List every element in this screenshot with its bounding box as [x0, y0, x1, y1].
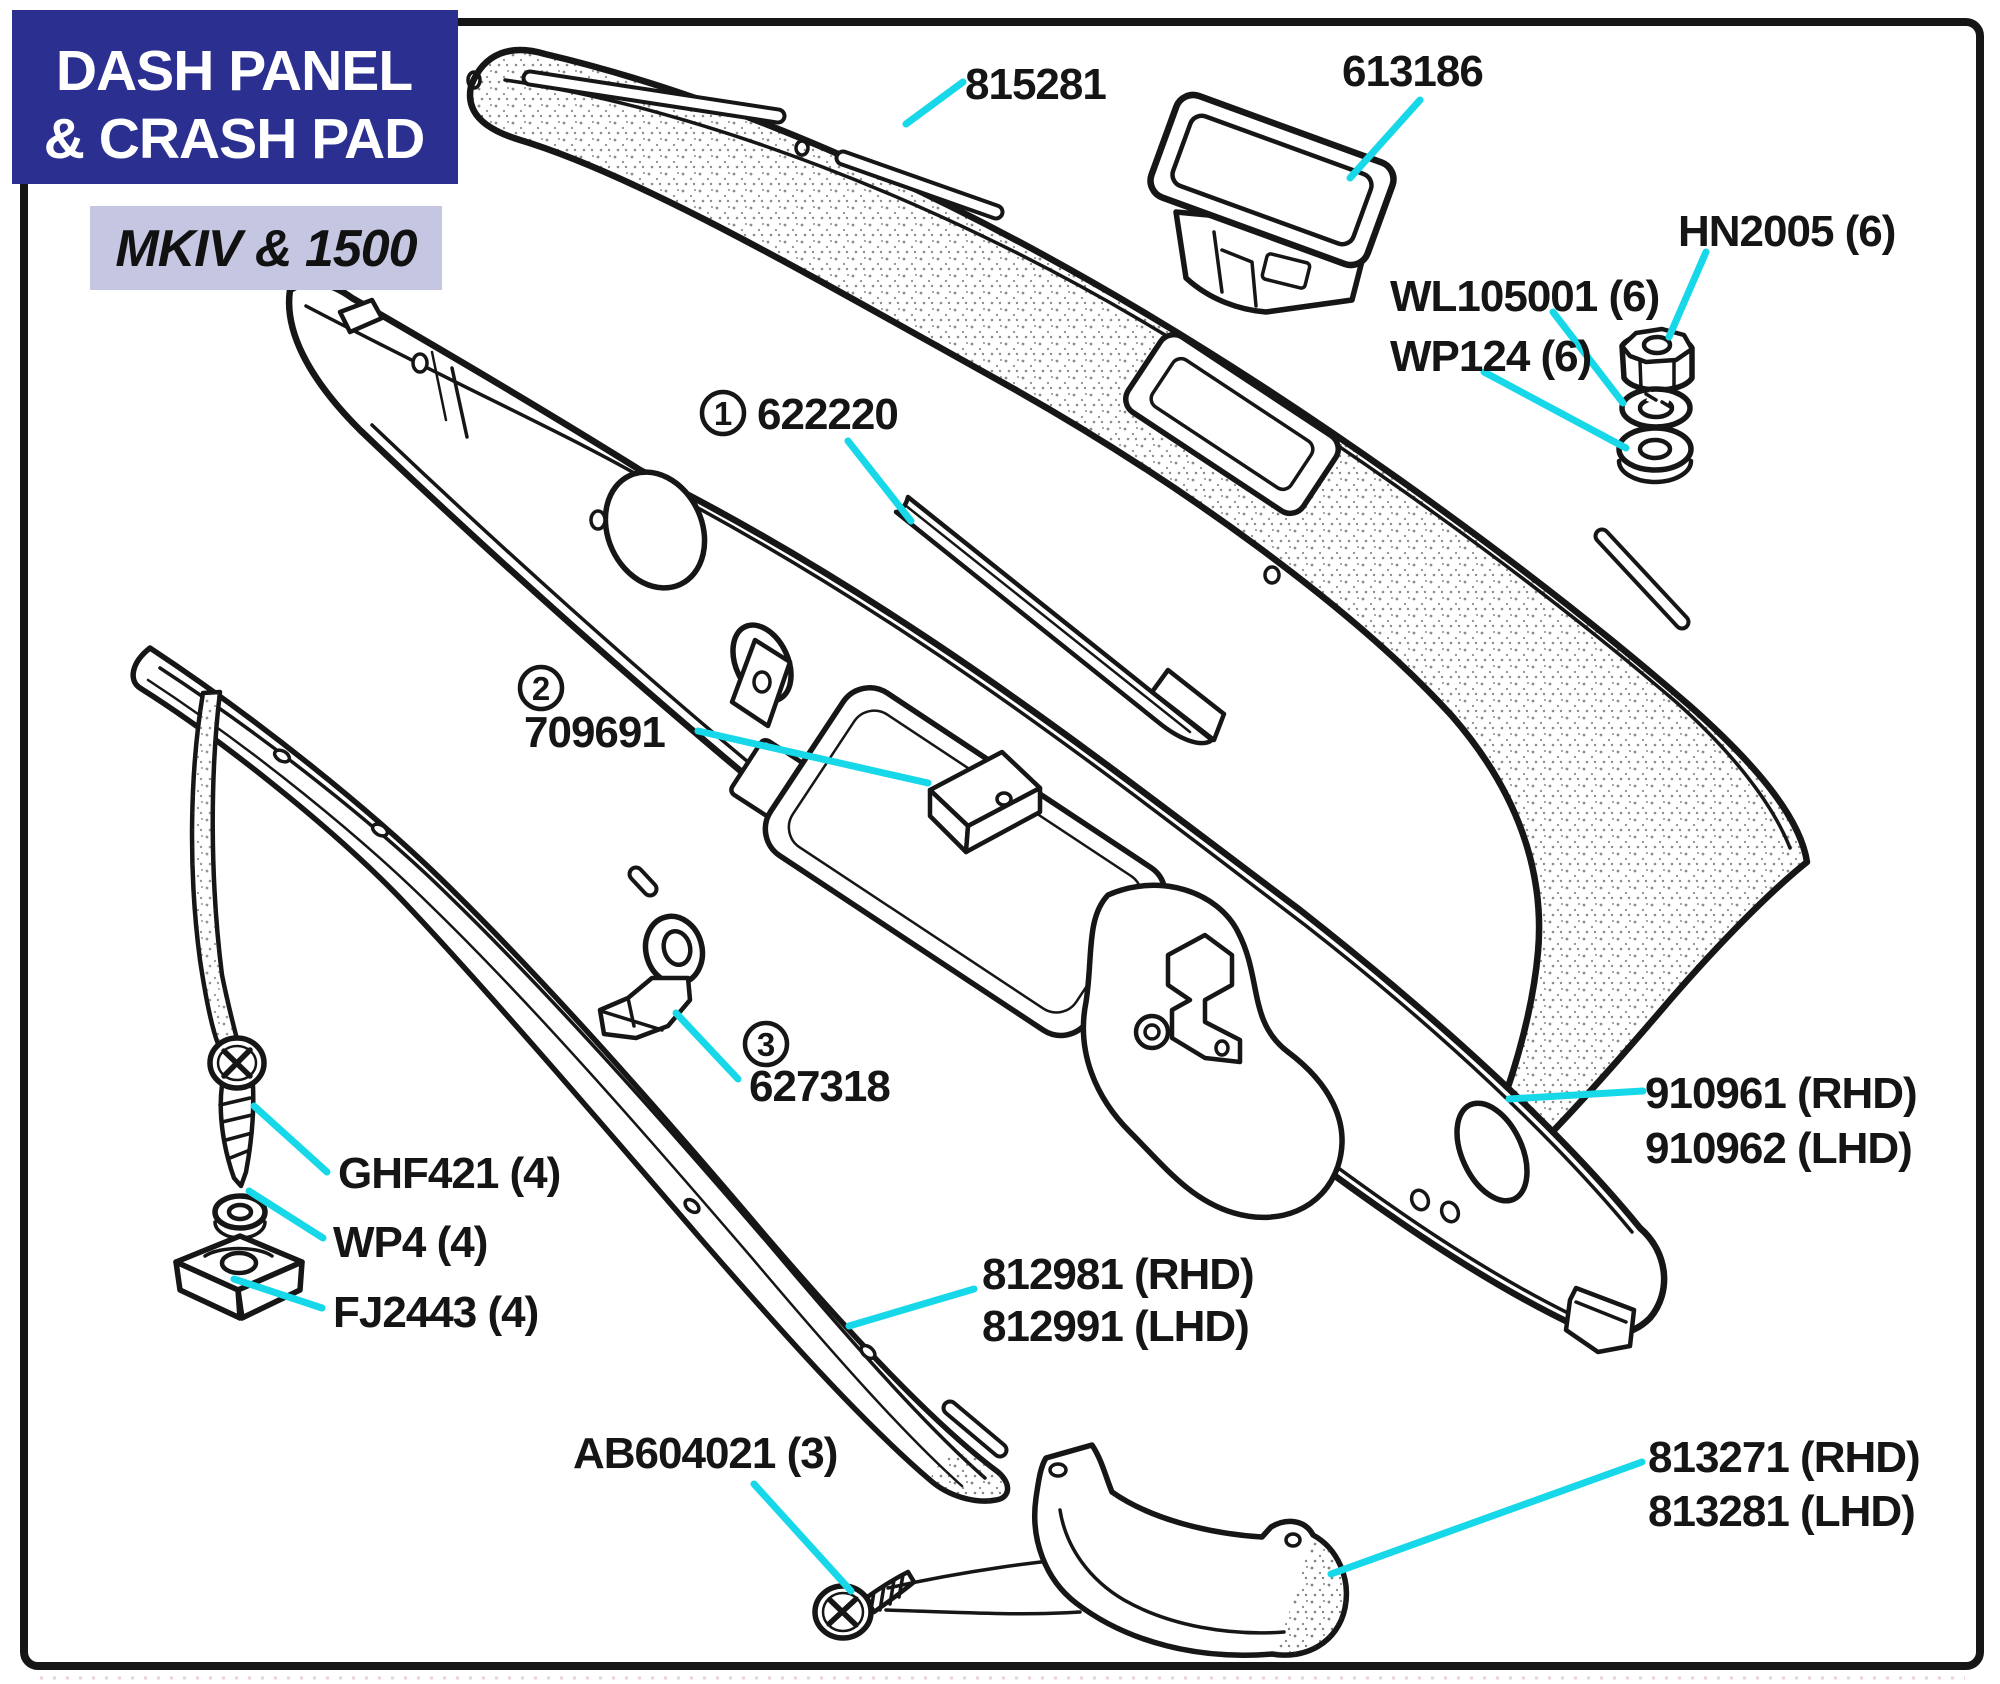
title-background	[12, 10, 458, 184]
grommet	[1133, 1013, 1171, 1051]
pad-hole-2	[1263, 565, 1281, 585]
pad-aperture	[1123, 331, 1341, 517]
crash-pad-outline	[466, 46, 1811, 1234]
label-plain-washer: WP124 (6)	[1390, 332, 1591, 381]
nut-hole	[1641, 334, 1673, 356]
ashtray	[1147, 91, 1397, 315]
label-ashtray: 613186	[1342, 47, 1483, 96]
demister-duct-hole	[1454, 1100, 1530, 1204]
crash-pad	[466, 46, 1811, 1234]
label-bracket: 709691	[524, 708, 665, 757]
panel-hole-small	[411, 352, 429, 374]
label-lower-trim-lhd: 813281 (LHD)	[1648, 1487, 1915, 1536]
label-finisher-strip: 622220	[757, 390, 898, 439]
bracket-709691	[927, 749, 1043, 855]
item2-number: 2	[532, 670, 550, 707]
trim-arm-lower-edge	[884, 1608, 1082, 1616]
label-nut: HN2005 (6)	[1678, 207, 1895, 256]
diagram-border	[20, 18, 1984, 1670]
label-ghf421: GHF421 (4)	[338, 1149, 560, 1198]
item1-number: 1	[714, 395, 732, 432]
panel-hole	[589, 509, 607, 531]
leader-finisher-strip	[844, 437, 915, 525]
windscreen-rail	[130, 645, 1011, 1504]
label-clip: 627318	[749, 1062, 890, 1111]
panel-left-tab	[337, 297, 385, 335]
label-crash-pad: 815281	[965, 60, 1106, 109]
leader-lines	[230, 78, 1710, 1595]
nut-top	[1619, 326, 1695, 365]
rail-inner-line-2	[146, 678, 964, 1488]
label-dash-panel-rhd: 910961 (RHD)	[1645, 1069, 1917, 1118]
leader-dash-panel	[1505, 1087, 1647, 1103]
plain-washer-wp124	[1616, 425, 1694, 485]
item3-circle	[742, 1020, 790, 1068]
leader-rail	[845, 1285, 978, 1330]
label-fj2443: FJ2443 (4)	[333, 1288, 538, 1337]
part-labels: 815281 613186 HN2005 (6) WL105001 (6) WP…	[333, 47, 1921, 1536]
rail-end-texture	[930, 1454, 1008, 1502]
rail-inner-line-1	[158, 666, 987, 1480]
spring-washer-wl105001	[1619, 386, 1693, 430]
pad-hole	[794, 139, 810, 157]
fj2443-hole	[219, 1250, 259, 1276]
lower-trim-rail	[884, 1442, 1350, 1658]
clip-627318	[597, 913, 706, 1041]
leader-fj2443	[230, 1275, 326, 1312]
label-wp4: WP4 (4)	[333, 1218, 487, 1267]
nut-hn2005	[1619, 326, 1695, 393]
leader-ghf421	[250, 1102, 331, 1176]
item1-circle	[699, 389, 747, 437]
model-background	[90, 206, 442, 290]
item2-circle	[517, 664, 565, 712]
bracket-side-face	[963, 785, 1043, 855]
leader-lower-trim	[1327, 1458, 1646, 1578]
label-ab604021: AB604021 (3)	[573, 1429, 837, 1478]
heater-bracket	[1165, 932, 1243, 1065]
model-block: MKIV & 1500	[90, 206, 442, 290]
label-rail-rhd: 812981 (RHD)	[982, 1250, 1254, 1299]
panel-diamond-bracket	[729, 637, 793, 729]
label-spring-washer: WL105001 (6)	[1390, 272, 1659, 321]
leader-plain-washer	[1480, 368, 1630, 452]
leader-crash-pad	[902, 78, 967, 128]
dash-panel-top-crease	[304, 304, 1634, 1234]
finisher-strip-end	[1149, 667, 1227, 743]
leader-wp4	[245, 1187, 327, 1242]
trim-inner-line	[1058, 1508, 1286, 1635]
leader-nut	[1665, 248, 1710, 341]
label-lower-trim-rhd: 813271 (RHD)	[1648, 1433, 1920, 1482]
trim-end-texture	[1272, 1535, 1347, 1656]
screw-ghf421	[207, 1035, 267, 1189]
ashtray-slot	[1260, 252, 1312, 290]
page-title-line1: DASH PANEL	[56, 39, 412, 103]
leader-ashtray	[1346, 96, 1424, 182]
item3-number: 3	[757, 1026, 775, 1063]
leader-clip	[672, 1009, 742, 1083]
crash-pad-end-hole	[466, 70, 482, 90]
speedometer-hole	[602, 469, 708, 591]
finisher-strip	[893, 494, 1227, 746]
leader-ab604021	[750, 1480, 855, 1595]
leader-bracket	[694, 727, 932, 787]
label-dash-panel-lhd: 910962 (LHD)	[1645, 1124, 1912, 1173]
clip-foot	[597, 975, 693, 1041]
leader-spring-washer	[1549, 308, 1627, 407]
ashtray-rim	[1147, 91, 1397, 269]
model-label: MKIV & 1500	[115, 220, 417, 278]
label-rail-lhd: 812991 (LHD)	[982, 1302, 1249, 1351]
page-title-line2: & CRASH PAD	[44, 107, 425, 171]
title-block: DASH PANEL & CRASH PAD	[12, 10, 458, 184]
